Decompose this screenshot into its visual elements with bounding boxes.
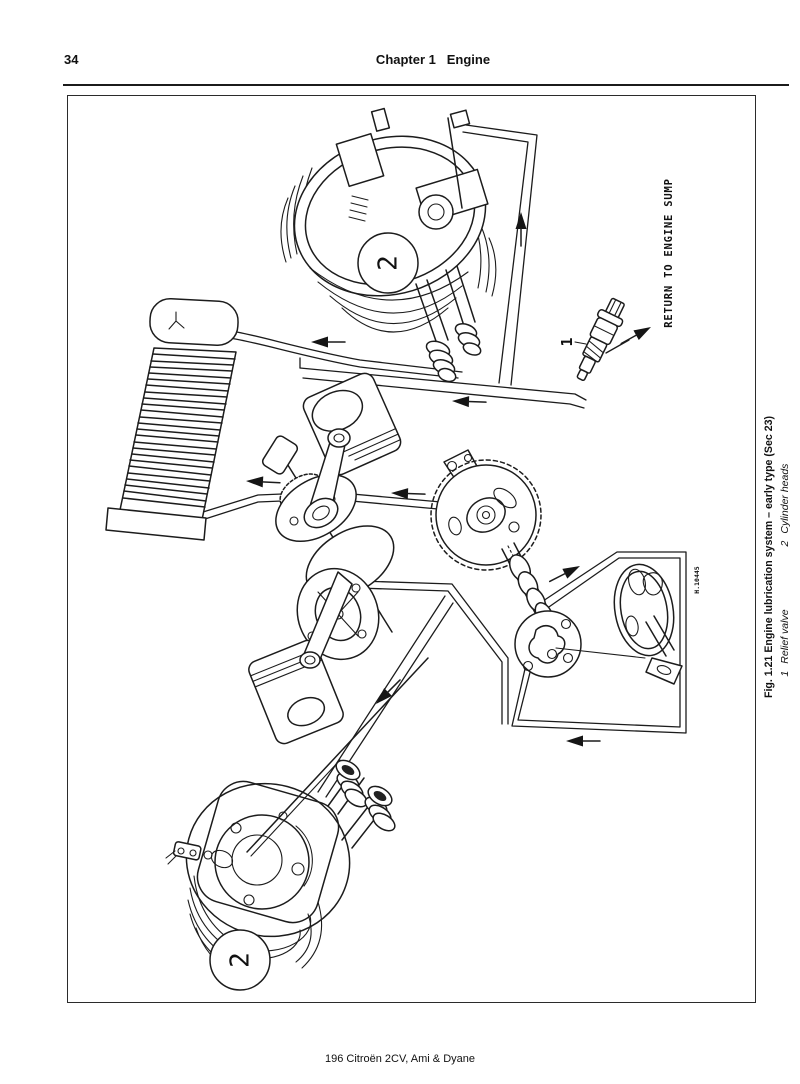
legend-item-2: 2 Cylinder heads xyxy=(778,435,792,575)
header-rule xyxy=(63,84,789,86)
drawing-code: H.10445 xyxy=(693,566,701,593)
legend-1-number: 1 xyxy=(779,670,791,677)
part-label-2-top: 2 xyxy=(374,255,404,271)
oil-cooler xyxy=(105,297,239,541)
arrow-return-line xyxy=(620,327,651,345)
arrow-left-cooler-top xyxy=(311,336,346,348)
arrow-left-crank-run xyxy=(391,488,426,500)
figure-caption: Fig. 1.21 Engine lubrication system – ea… xyxy=(763,415,775,699)
oil-pickup xyxy=(555,563,683,685)
chapter-header: Chapter 1 Engine xyxy=(375,52,491,67)
page-number: 34 xyxy=(64,52,79,67)
legend-2-label: Cylinder heads xyxy=(779,463,791,534)
arrow-up xyxy=(515,212,527,247)
arrow-left-sump xyxy=(566,735,601,747)
return-to-sump-label: RETURN TO ENGINE SUMP xyxy=(663,178,675,328)
legend-2-number: 2 xyxy=(779,540,791,547)
arrow-downleft-head-branch xyxy=(376,679,401,704)
page-footer: 196 Citroën 2CV, Ami & Dyane xyxy=(324,1053,476,1065)
arrow-left-valve-run xyxy=(452,396,487,408)
part-label-1: 1 xyxy=(558,337,576,346)
part-label-2-bottom: 2 xyxy=(226,952,256,968)
cooler-fins xyxy=(122,353,236,508)
arrow-upright-pump xyxy=(548,566,580,583)
arrow-left-cooler-bottom xyxy=(246,476,281,488)
cylinder-head-top: 2 xyxy=(280,107,497,383)
cylinder-head-bottom: 2 xyxy=(165,657,429,991)
flow-arrows xyxy=(246,212,651,747)
camshaft-assembly xyxy=(430,449,582,678)
legend-item-1: 1 Relief valve xyxy=(778,578,792,708)
legend-1-label: Relief valve xyxy=(779,609,791,664)
relief-valve xyxy=(576,297,625,381)
crankshaft-assembly xyxy=(248,372,402,745)
